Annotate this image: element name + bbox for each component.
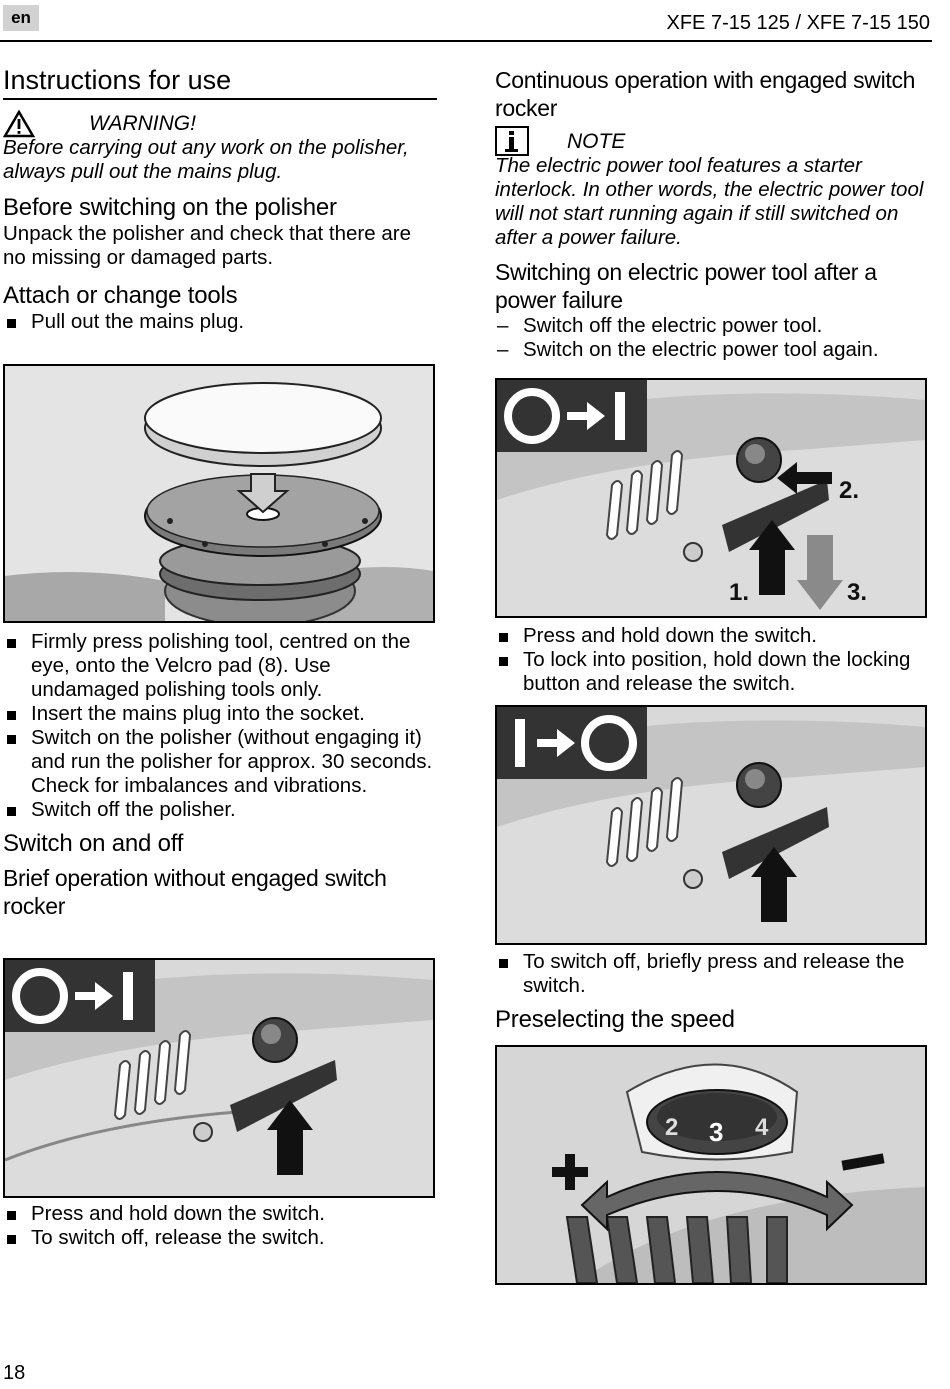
tool-list: Firmly press polishing tool, centred on … [3, 630, 437, 822]
warning-label: WARNING! [89, 112, 196, 135]
brief-list-wrap: Press and hold down the switch. To switc… [3, 1202, 437, 1250]
figure-switch-off [495, 705, 927, 945]
list-item: Insert the mains plug into the socket. [3, 702, 437, 726]
warning-icon [3, 110, 35, 138]
switch-heading: Switch on and off [3, 830, 184, 857]
list-item: Press and hold down the switch. [495, 624, 935, 648]
dial-number-3: 3 [709, 1117, 723, 1147]
info-icon [495, 126, 529, 156]
page-title: Instructions for use [3, 64, 437, 100]
list-item: Press and hold down the switch. [3, 1202, 437, 1226]
dial-number-2: 2 [665, 1114, 678, 1141]
note-text: The electric power tool features a start… [495, 154, 924, 249]
brief-heading: Brief operation without engaged switch r… [3, 865, 387, 919]
warning-text: Before carrying out any work on the poli… [3, 136, 409, 183]
before-heading: Before switching on the polisher [3, 194, 337, 221]
page-number: 18 [3, 1362, 26, 1384]
list-item: Switch on the polisher (without engaging… [3, 726, 437, 798]
figure-continuous-operation: 1. 2. 3. [495, 378, 927, 618]
left-column-lower: Firmly press polishing tool, centred on … [3, 630, 437, 920]
list-item: Firmly press polishing tool, centred on … [3, 630, 437, 702]
figure-polishing-pad [3, 364, 435, 623]
brief-list: Press and hold down the switch. To switc… [3, 1202, 437, 1250]
figure-speed-dial: 2 3 4 [495, 1045, 927, 1285]
list-item: To lock into position, hold down the loc… [495, 648, 935, 696]
header-rule [0, 40, 932, 42]
list-item: Pull out the mains plug. [3, 310, 437, 334]
right-column: Continuous operation with engaged switch… [495, 66, 935, 362]
language-tag: en [3, 5, 39, 31]
list-item: To switch off, briefly press and release… [495, 950, 935, 998]
warning-row: WARNING! [3, 110, 437, 140]
continuous-heading: Continuous operation with engaged switch… [495, 67, 916, 121]
continuous-list: Press and hold down the switch. To lock … [495, 624, 935, 696]
power-steps: Switch off the electric power tool. Swit… [495, 314, 935, 362]
continuous-list-wrap: Press and hold down the switch. To lock … [495, 624, 935, 696]
list-item: Switch on the electric power tool again. [495, 338, 935, 362]
list-item: Switch off the electric power tool. [495, 314, 935, 338]
note-row: NOTE [495, 126, 935, 156]
speed-heading: Preselecting the speed [495, 1006, 735, 1033]
dial-number-4: 4 [755, 1114, 769, 1141]
fig-label-1: 1. [729, 579, 749, 606]
fig-label-2: 2. [839, 477, 859, 504]
power-heading: Switching on electric power tool after a… [495, 259, 877, 313]
attach-list: Pull out the mains plug. [3, 310, 437, 334]
left-column: Instructions for use WARNING! Before car… [3, 64, 437, 334]
before-text: Unpack the polisher and check that there… [3, 222, 411, 269]
note-label: NOTE [567, 130, 626, 153]
off-list: To switch off, briefly press and release… [495, 950, 935, 998]
off-list-wrap: To switch off, briefly press and release… [495, 950, 935, 1034]
list-item: To switch off, release the switch. [3, 1226, 437, 1250]
figure-brief-operation [3, 958, 435, 1198]
model-title: XFE 7-15 125 / XFE 7-15 150 [666, 12, 931, 34]
fig-label-3: 3. [847, 579, 867, 606]
list-item: Switch off the polisher. [3, 798, 437, 822]
attach-heading: Attach or change tools [3, 282, 238, 309]
